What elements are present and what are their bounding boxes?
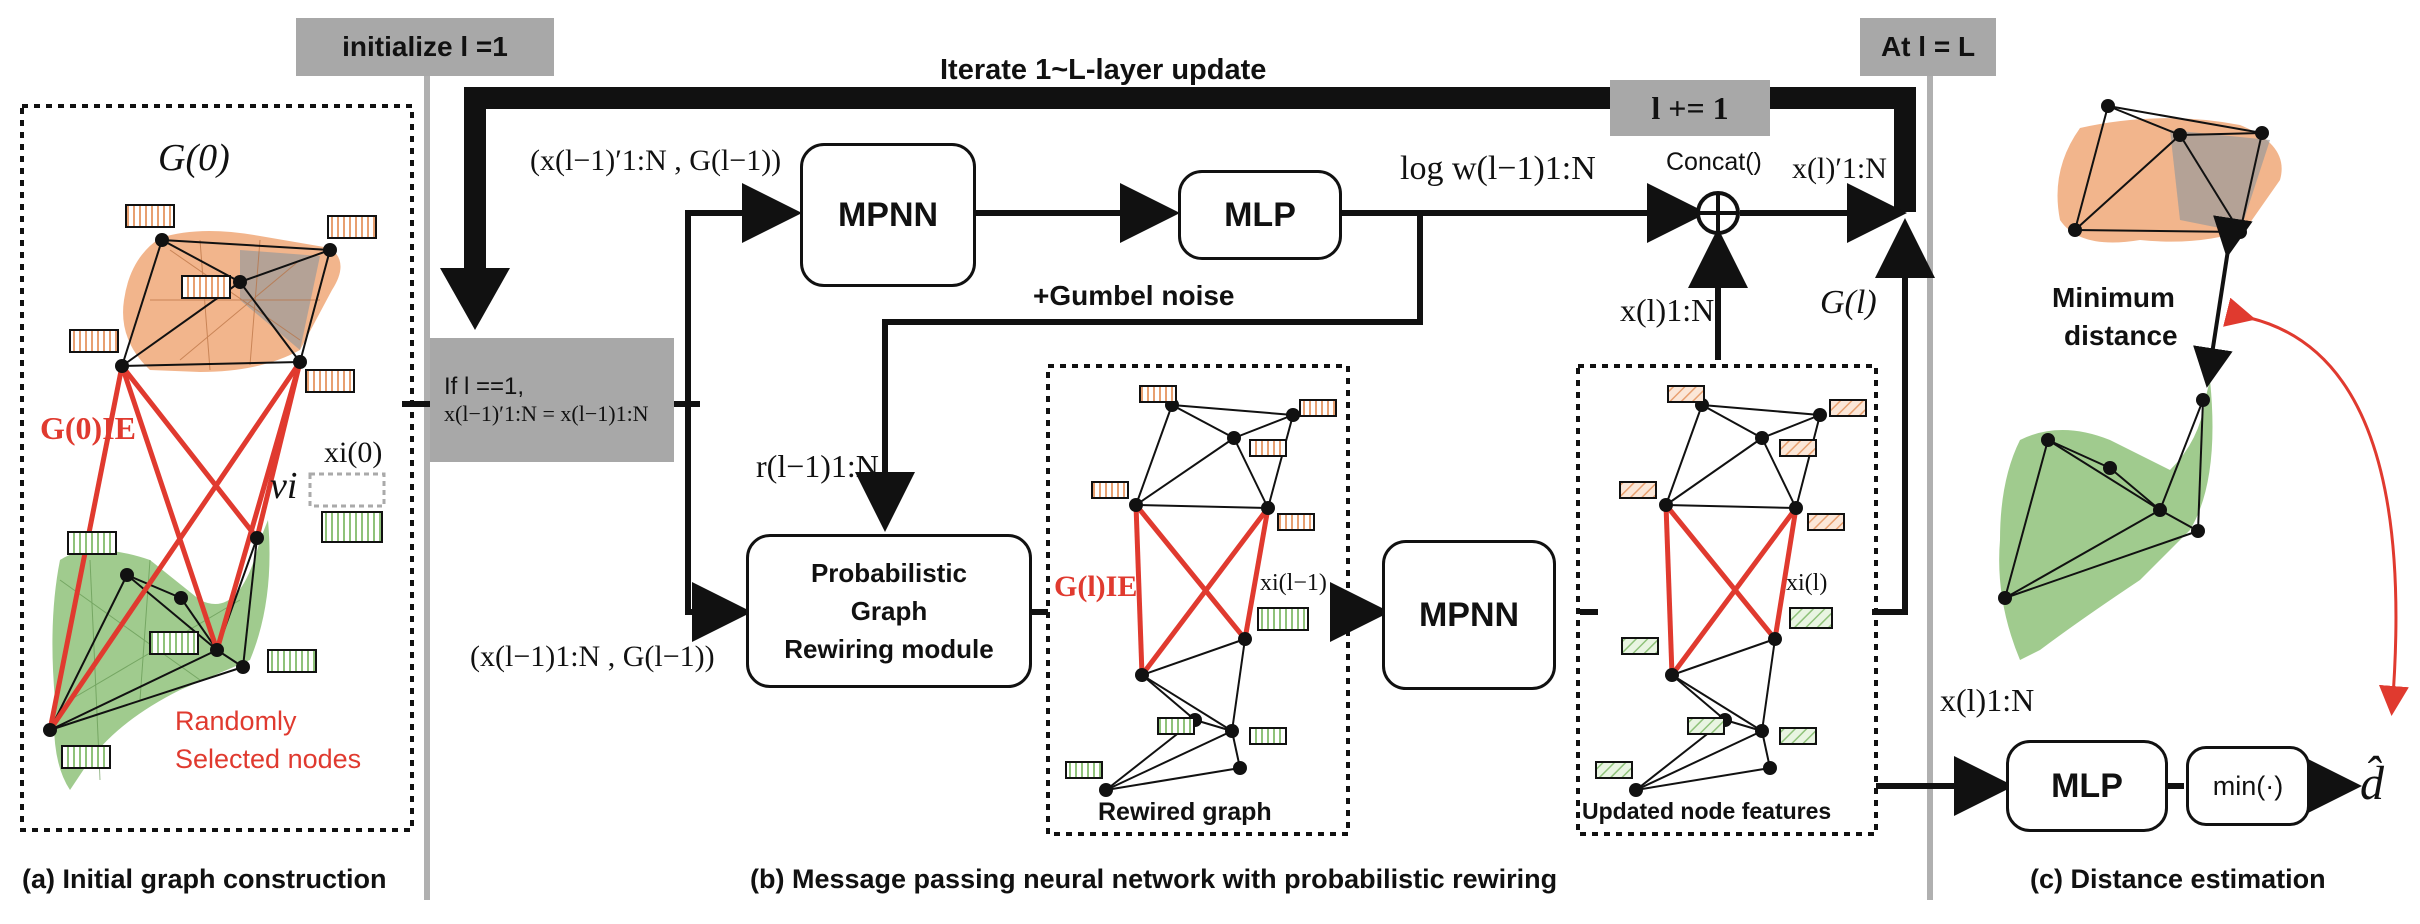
iterate-label: Iterate 1~L-layer update (940, 54, 1267, 86)
rewired-graph-nodes (1099, 398, 1300, 797)
updated-caption: Updated node features (1582, 798, 1832, 824)
caption-b: (b) Message passing neural network with … (750, 864, 1558, 894)
caption-c: (c) Distance estimation (2030, 864, 2326, 894)
mlp-c-box: MLP (2006, 740, 2168, 832)
init-box-line1: If l ==1, (444, 373, 525, 400)
iterate-loop-arrow (440, 87, 1916, 330)
random-label-2: Selected nodes (175, 744, 362, 774)
orange-mesh-top-c (2057, 118, 2282, 243)
prob-line3: Rewiring module (784, 634, 994, 664)
l-plus-tag: l += 1 (1610, 80, 1770, 136)
graph-g0-label: G(0) (158, 137, 230, 179)
updated-feature-boxes (1595, 385, 1867, 779)
r-label: r(l−1)1:N (756, 448, 879, 484)
min-distance-label-1: Minimum (2052, 282, 2175, 313)
min-distance-arrow (2193, 215, 2253, 388)
node-vi-label: vi (270, 465, 298, 507)
graph-c-bottom-edges (2004, 399, 2204, 599)
x-l-label: x(l)1:N (1620, 292, 1715, 328)
rewired-feature-boxes (1065, 385, 1337, 779)
d-hat-label: d̂ (2360, 757, 2384, 810)
panel-a-frame (20, 104, 414, 832)
concat-label: Concat() (1666, 148, 1762, 176)
xi-prev-label: xi(l−1) (1260, 570, 1327, 596)
rewired-graph-frame (1046, 364, 1350, 836)
prob-line2: Graph (850, 596, 928, 626)
concat-symbol (1696, 191, 1740, 235)
updated-graph-frame (1576, 364, 1878, 836)
input-top-label: (x(l−1)′1:N , G(l−1)) (530, 144, 782, 177)
rewired-caption: Rewired graph (1098, 798, 1272, 826)
initialize-tag: initialize l =1 (296, 18, 554, 76)
xi-l-label: xi(l) (1786, 570, 1828, 596)
feature-boxes-a (61, 204, 383, 769)
red-curve-arrow (2223, 297, 2409, 716)
updated-graph-nodes (1629, 398, 1827, 797)
rewired-graph-red-edges (1133, 503, 1271, 677)
updated-graph-black-edges (1635, 404, 1821, 791)
updated-graph-red-edges (1663, 503, 1799, 677)
min-fn-box: min(·) (2186, 746, 2310, 826)
logw-label: log w(l−1)1:N (1400, 150, 1596, 187)
gumbel-label: +Gumbel noise (1033, 280, 1235, 311)
g-l-label: G(l) (1820, 284, 1877, 321)
at-l-tag: At l = L (1860, 18, 1996, 76)
x-prime-label: x(l)′1:N (1792, 152, 1887, 185)
node-xi0-label: xi(0) (324, 436, 383, 469)
init-condition-box: If l ==1, x(l−1)′1:N = x(l−1)1:N (430, 338, 674, 462)
orange-mesh-top-a (123, 230, 341, 372)
prob-line1: Probabilistic (810, 558, 968, 588)
random-label-1: Randomly (175, 706, 297, 736)
node-highlight-a (308, 472, 386, 508)
graph-a-nodes (43, 233, 337, 737)
gie-l-label: G(l)IE (1054, 570, 1138, 603)
green-mesh-bottom-c (1999, 380, 2213, 660)
init-box-line2: x(l−1)′1:N = x(l−1)1:N (444, 401, 649, 426)
mpnn-bottom-box: MPNN (1382, 540, 1556, 690)
caption-a: (a) Initial graph construction (22, 864, 387, 894)
prob-rewiring-box: Probabilistic Graph Rewiring module (746, 534, 1032, 688)
mpnn-top-box: MPNN (800, 143, 976, 287)
input-bottom-label: (x(l−1)1:N , G(l−1)) (470, 640, 715, 673)
min-distance-label-2: distance (2064, 320, 2178, 351)
x-in-label-c: x(l)1:N (1940, 682, 2035, 718)
mlp-top-box: MLP (1178, 170, 1342, 260)
gie-0-label: G(0)IE (40, 410, 136, 446)
